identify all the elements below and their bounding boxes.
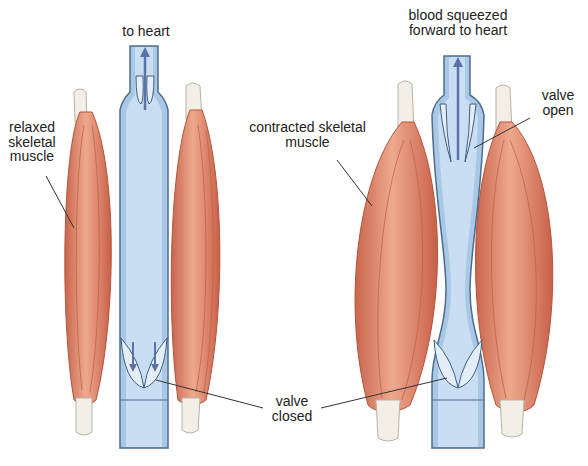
leader-line (474, 118, 530, 148)
contracted-muscle (355, 122, 438, 412)
leader-line (321, 378, 447, 408)
valve-leaflet (465, 104, 476, 162)
muscle-fibre (196, 125, 206, 392)
part-label: contracted skeletal muscle (240, 120, 375, 149)
part-label: to heart (100, 24, 192, 39)
flow-arrow (457, 62, 460, 160)
tendon (76, 398, 92, 435)
closed-valve (144, 338, 167, 388)
valve-leaflet (136, 76, 143, 104)
tendon (500, 400, 524, 437)
muscle-fibre (76, 125, 84, 390)
part-label: valve open (532, 88, 584, 117)
muscle-fibre (402, 140, 423, 400)
flow-arrow (144, 52, 147, 110)
tendon (376, 400, 400, 441)
vein-end (432, 400, 484, 401)
muscle-fibre (491, 140, 506, 398)
muscle-fibre (378, 140, 404, 398)
contracted-muscle (475, 122, 552, 412)
leader-line (156, 380, 263, 408)
vein (120, 46, 168, 448)
relaxed-muscle (65, 112, 111, 404)
vein (432, 56, 484, 448)
muscle-fibre (90, 125, 99, 392)
part-label: blood squeezed forward to heart (395, 8, 521, 37)
muscle-fibre (204, 130, 213, 392)
leader-line (46, 176, 74, 228)
valve-leaflet (147, 76, 154, 104)
relaxed-muscle (171, 110, 220, 405)
backflow-arrow (154, 342, 156, 368)
leader-line (337, 160, 372, 206)
vein-end (120, 400, 168, 401)
backflow-arrow (132, 342, 134, 368)
closed-valve (121, 338, 144, 388)
tendon (182, 398, 200, 433)
closed-valve (458, 340, 482, 388)
closed-valve (434, 340, 458, 388)
part-label: valve closed (266, 394, 318, 423)
valve-leaflet (440, 104, 451, 162)
muscle-fibre (510, 140, 536, 400)
part-label: relaxed skeletal muscle (2, 120, 62, 164)
